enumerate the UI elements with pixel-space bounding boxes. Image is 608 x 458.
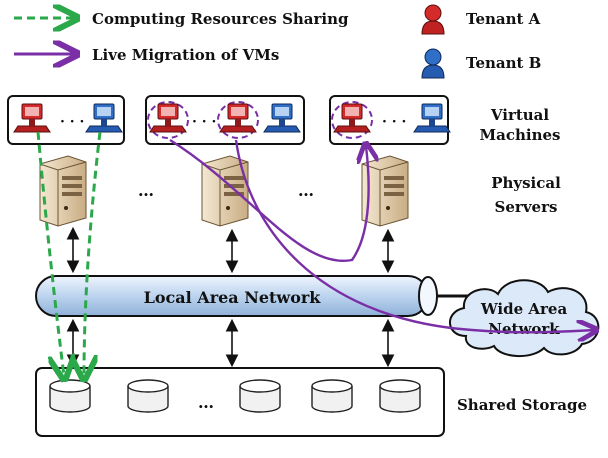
migration-path-wan [234,139,594,332]
migrating-vm-highlight [217,101,259,139]
resource-sharing-path [36,131,64,376]
storage-disk-icon [49,379,91,413]
resource-sharing-path [84,131,102,376]
wan-label-line2: Network [488,320,560,338]
shared-storage-label: Shared Storage [457,396,587,414]
cloud-icon: Wide Area Network [449,279,600,357]
lan-label: Local Area Network [144,288,322,307]
migration-path-local [169,138,369,263]
storage-disk-icon [239,379,281,413]
tenant-a-user-icon [421,4,445,35]
migrating-vm-highlight [331,101,373,139]
physical-servers-label-line1: Physical [491,174,561,192]
sharing-legend-label: Computing Resources Sharing [92,10,349,28]
shared-storage: … [35,367,445,437]
server-ellipsis-1: … [138,181,154,200]
storage-disk-icon [379,379,421,413]
vm-ellipsis: · · · [382,114,406,130]
vm-ellipsis: · · · [60,114,84,130]
physical-servers-label-line2: Servers [495,198,558,216]
migration-legend-label: Live Migration of VMs [92,46,279,64]
storage-ellipsis: … [198,393,214,412]
storage-disk-icon [127,379,169,413]
tenant-b-label: Tenant B [466,54,541,72]
vm-ellipsis: · · · [192,114,216,130]
legend: Computing Resources Sharing Live Migrati… [14,4,541,79]
vm-group-1: · · · [7,95,125,145]
vm-group-2: · · · [145,95,305,145]
virtual-machines-label-line2: Machines [480,126,561,144]
virtual-machines-label-line1: Virtual [490,106,550,124]
migrating-vm-highlight [147,101,189,139]
vm-group-3: · · · [329,95,451,145]
server-ellipsis-2: … [298,181,314,200]
tenant-a-label: Tenant A [466,10,541,28]
tenant-b-user-icon [421,48,445,79]
storage-disk-icon [311,379,353,413]
wan-label-line1: Wide Area [480,300,568,318]
